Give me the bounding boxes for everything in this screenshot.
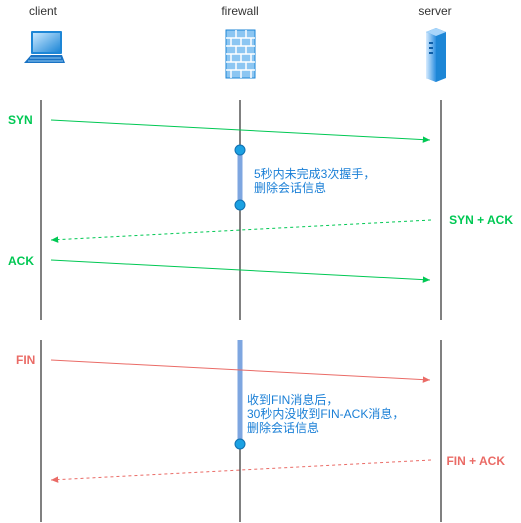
syn-arrow bbox=[50, 119, 431, 143]
handshake-note-line2: 删除会话信息 bbox=[254, 180, 326, 195]
handshake-timer-end-dot bbox=[234, 199, 246, 211]
ack-arrow bbox=[50, 259, 431, 283]
fin-ack-arrow bbox=[50, 459, 432, 483]
teardown-timer-bar bbox=[237, 340, 243, 444]
handshake-note-line1: 5秒内未完成3次握手， bbox=[254, 166, 375, 181]
teardown-note-line1: 收到FIN消息后， bbox=[247, 392, 338, 407]
handshake-timer-start-dot bbox=[234, 144, 246, 156]
participant-client-label: client bbox=[29, 4, 58, 18]
syn-ack-label: SYN + ACK bbox=[449, 213, 513, 227]
ack-label: ACK bbox=[8, 254, 34, 268]
handshake-timer-bar bbox=[237, 150, 243, 205]
participant-server-label: server bbox=[418, 4, 451, 18]
laptop-icon bbox=[24, 31, 65, 63]
teardown-timer-end-dot bbox=[234, 438, 246, 450]
syn-ack-arrow bbox=[50, 219, 432, 243]
server-icon bbox=[426, 28, 446, 82]
syn-label: SYN bbox=[8, 113, 33, 127]
fin-label: FIN bbox=[16, 353, 35, 367]
fin-arrow bbox=[50, 359, 431, 383]
fin-ack-label: FIN + ACK bbox=[446, 454, 505, 468]
firewall-icon bbox=[225, 29, 256, 79]
teardown-note-line2: 30秒内没收到FIN-ACK消息， bbox=[247, 406, 404, 421]
teardown-note-line3: 删除会话信息 bbox=[247, 420, 319, 435]
participant-firewall-label: firewall bbox=[221, 4, 258, 18]
